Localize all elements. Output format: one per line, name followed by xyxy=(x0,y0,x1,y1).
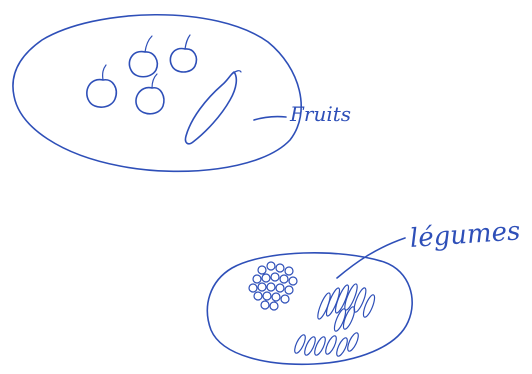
peas-icon xyxy=(249,262,297,310)
fruits-label: Fruits xyxy=(290,104,351,124)
fruits-label-connector xyxy=(254,117,286,120)
legumes-set-outline xyxy=(207,253,412,364)
green-beans-icon xyxy=(293,283,377,358)
banana-icon xyxy=(185,72,236,144)
apple-icon xyxy=(129,36,157,77)
apple-icon xyxy=(170,35,196,72)
fruits-set-outline xyxy=(13,15,301,172)
apple-icon xyxy=(87,65,116,107)
apple-icon xyxy=(136,74,164,114)
legumes-label: légumes xyxy=(409,218,521,252)
